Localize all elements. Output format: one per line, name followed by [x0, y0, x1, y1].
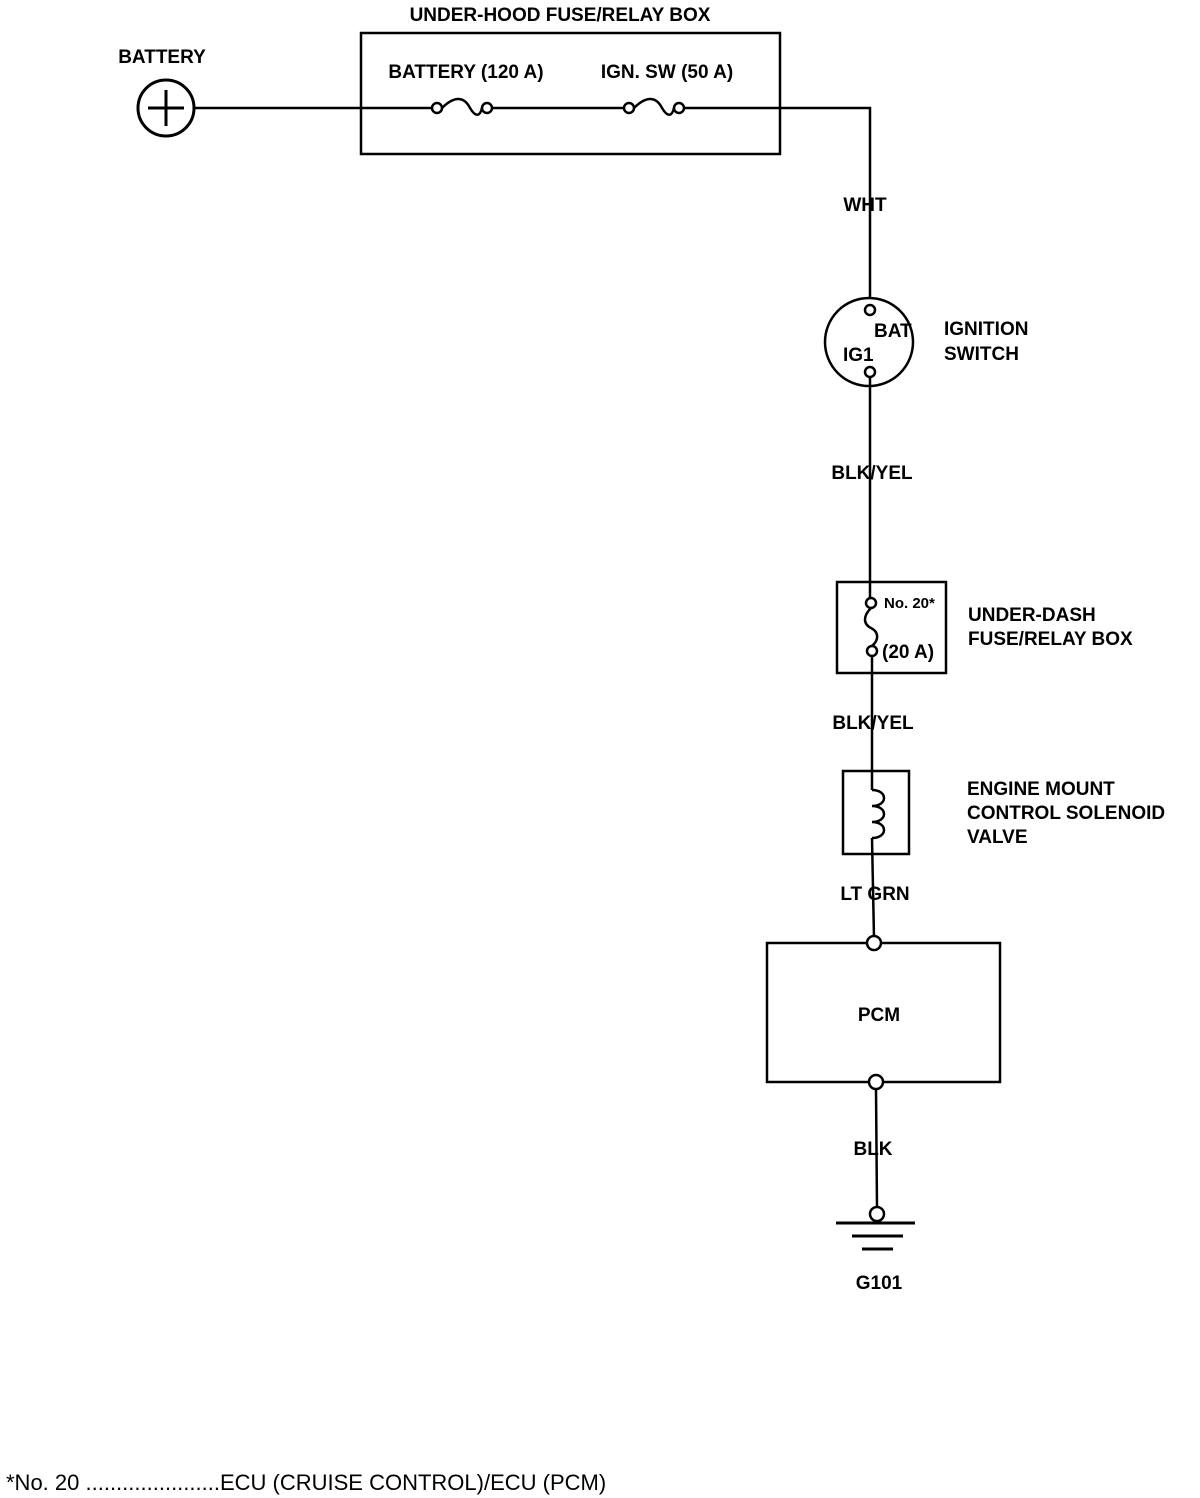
under-dash-fuse-rating: (20 A) [882, 642, 934, 663]
under-hood-box-title: UNDER-HOOD FUSE/RELAY BOX [410, 5, 711, 26]
under-dash-fuse-icon [863, 607, 879, 647]
wire-label-blk-yel-1: BLK/YEL [831, 463, 913, 484]
wire-label-blk: BLK [853, 1139, 892, 1160]
pcm-terminal-top [865, 934, 883, 952]
wire-wht [684, 106, 872, 305]
pcm-terminal-bottom [867, 1073, 885, 1091]
fuse-battery-icon [441, 97, 484, 116]
fuse-ign-sw-icon [633, 97, 676, 116]
fuse-ign-sw-terminal-left [622, 101, 636, 115]
under-dash-fuse-relay-box: No. 20* (20 A) UNDER-DASH FUSE/RELAY BOX [835, 580, 1133, 675]
solenoid-outline [841, 769, 911, 856]
wire-label-wht: WHT [843, 195, 887, 216]
fuse-battery-label: BATTERY (120 A) [388, 62, 543, 83]
ignition-switch-label-line1: IGNITION [944, 319, 1028, 340]
ground-label: G101 [856, 1273, 903, 1294]
ignition-bat-terminal [863, 303, 877, 317]
wire-blk [874, 1088, 879, 1209]
engine-mount-control-solenoid-valve: ENGINE MOUNT CONTROL SOLENOID VALVE [841, 769, 1165, 856]
fuse-battery-terminal-left [430, 101, 444, 115]
wire-label-lt-grn: LT GRN [840, 884, 909, 905]
solenoid-coil-icon [871, 788, 886, 840]
solenoid-label-line2: CONTROL SOLENOID [967, 803, 1165, 824]
pcm-label: PCM [858, 1005, 900, 1026]
under-hood-box-outline [359, 31, 782, 156]
ground-terminal [868, 1205, 886, 1223]
ground-g101: G101 [836, 1205, 915, 1294]
under-dash-box-label-line1: UNDER-DASH [968, 605, 1096, 626]
fuse-ign-sw-label: IGN. SW (50 A) [601, 62, 733, 83]
ignition-switch-label-line2: SWITCH [944, 344, 1019, 365]
solenoid-label-line3: VALVE [967, 827, 1028, 848]
battery-label: BATTERY [118, 47, 206, 68]
under-dash-fuse-terminal-top [864, 596, 878, 610]
under-dash-box-label-line2: FUSE/RELAY BOX [968, 629, 1133, 650]
ignition-ig1-terminal [863, 365, 877, 379]
under-dash-fuse-terminal-bottom [865, 644, 879, 658]
under-dash-fuse-number: No. 20* [884, 595, 935, 612]
ignition-switch: BAT IG1 IGNITION SWITCH [823, 296, 1028, 388]
wire-lt-grn [870, 837, 876, 939]
under-hood-fuse-relay-box: UNDER-HOOD FUSE/RELAY BOX BATTERY (120 A… [359, 5, 782, 156]
footnote: *No. 20 ......................ECU (CRUIS… [6, 1470, 606, 1495]
under-dash-box-outline [835, 580, 948, 675]
wire-label-blk-yel-2: BLK/YEL [832, 713, 914, 734]
battery: BATTERY [118, 47, 206, 138]
ignition-bat-label: BAT [874, 321, 912, 342]
ignition-ig1-label: IG1 [843, 345, 874, 366]
pcm: PCM [765, 934, 1002, 1091]
solenoid-label-line1: ENGINE MOUNT [967, 779, 1115, 800]
fuse-battery-terminal-right [480, 101, 494, 115]
fuse-ign-sw-terminal-right [672, 101, 686, 115]
